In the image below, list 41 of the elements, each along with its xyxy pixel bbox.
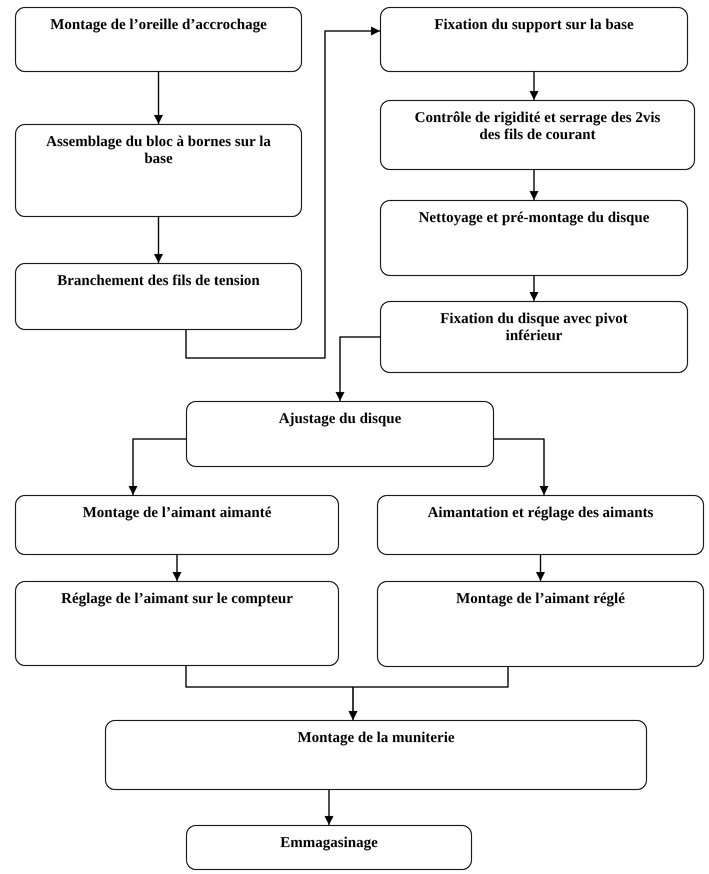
process-box xyxy=(380,7,688,72)
step-text: Assemblage du bloc à bornes sur la base xyxy=(46,134,271,168)
process-box xyxy=(15,581,339,666)
process-box xyxy=(105,720,647,790)
arrow xyxy=(185,26,380,359)
arrow xyxy=(336,336,380,401)
step-text: Branchement des fils de tension xyxy=(57,273,260,290)
arrow xyxy=(324,790,334,825)
arrow xyxy=(494,438,548,495)
step-text: Ajustage du disque xyxy=(278,411,402,428)
process-box xyxy=(380,100,695,170)
arrow xyxy=(154,217,163,263)
process-box xyxy=(377,495,704,555)
process-box xyxy=(377,581,704,667)
process-box xyxy=(15,124,302,217)
step-text: Nettoyage et pré-montage du disque xyxy=(418,210,650,228)
arrow xyxy=(154,72,163,124)
step-text: Contrôle de rigidité et serrage des 2vis des fils de courant xyxy=(414,110,662,144)
arrow xyxy=(348,667,509,720)
step-text: Réglage de l’aimant sur le compteur xyxy=(61,591,293,608)
process-box xyxy=(380,301,688,373)
process-box xyxy=(186,401,494,467)
arrow xyxy=(530,276,538,301)
arrow xyxy=(536,555,545,581)
process-box xyxy=(15,263,302,330)
step-text: Montage de l’oreille d’accrochage xyxy=(50,17,267,34)
arrow xyxy=(128,438,186,495)
step-text: Montage de la muniterie xyxy=(297,730,455,748)
arrow xyxy=(172,555,182,581)
step-text: Aimantation et réglage des aimants xyxy=(428,505,654,522)
step-text: Fixation du support sur la base xyxy=(434,17,634,34)
step-text: Fixation du disque avec pivot inférieur xyxy=(439,311,629,346)
process-box xyxy=(15,7,302,72)
process-box xyxy=(380,200,688,276)
arrow xyxy=(530,170,538,200)
step-text: Montage de l’aimant aimanté xyxy=(82,505,272,522)
process-box xyxy=(15,495,339,555)
step-text: Emmagasinage xyxy=(280,835,378,852)
arrow xyxy=(530,72,538,100)
step-text: Montage de l’aimant réglé xyxy=(456,591,625,608)
process-box xyxy=(186,825,472,870)
